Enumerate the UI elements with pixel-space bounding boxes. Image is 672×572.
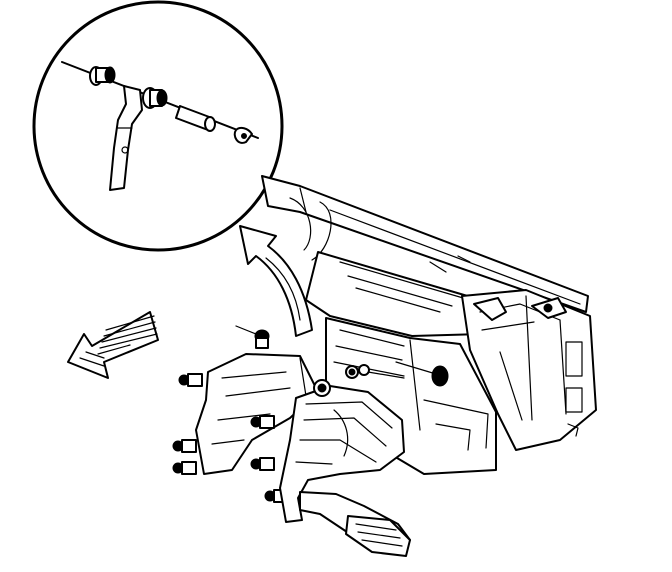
- stud-mid: [358, 364, 405, 379]
- bolt-left-5: [250, 457, 275, 471]
- retainer-clip: [233, 126, 253, 144]
- bolt-left-3: [172, 461, 197, 475]
- callout-arrow: [239, 225, 313, 337]
- bolt-top: [235, 325, 270, 349]
- pedal-pad: [345, 515, 411, 557]
- pedal-pivot: [313, 365, 359, 397]
- bushing-left: [89, 66, 116, 86]
- bushing-center: [142, 87, 168, 109]
- direction-arrow: [67, 311, 159, 379]
- bolt-left-2: [172, 439, 197, 453]
- cross-beam: [261, 175, 589, 313]
- sleeve: [175, 105, 216, 132]
- bolt-left-4: [250, 415, 275, 429]
- mounting-bolt: [395, 361, 449, 387]
- pedal-arm: [279, 365, 411, 557]
- bolt-left-1: [178, 373, 203, 387]
- detail-inset: [32, 0, 284, 252]
